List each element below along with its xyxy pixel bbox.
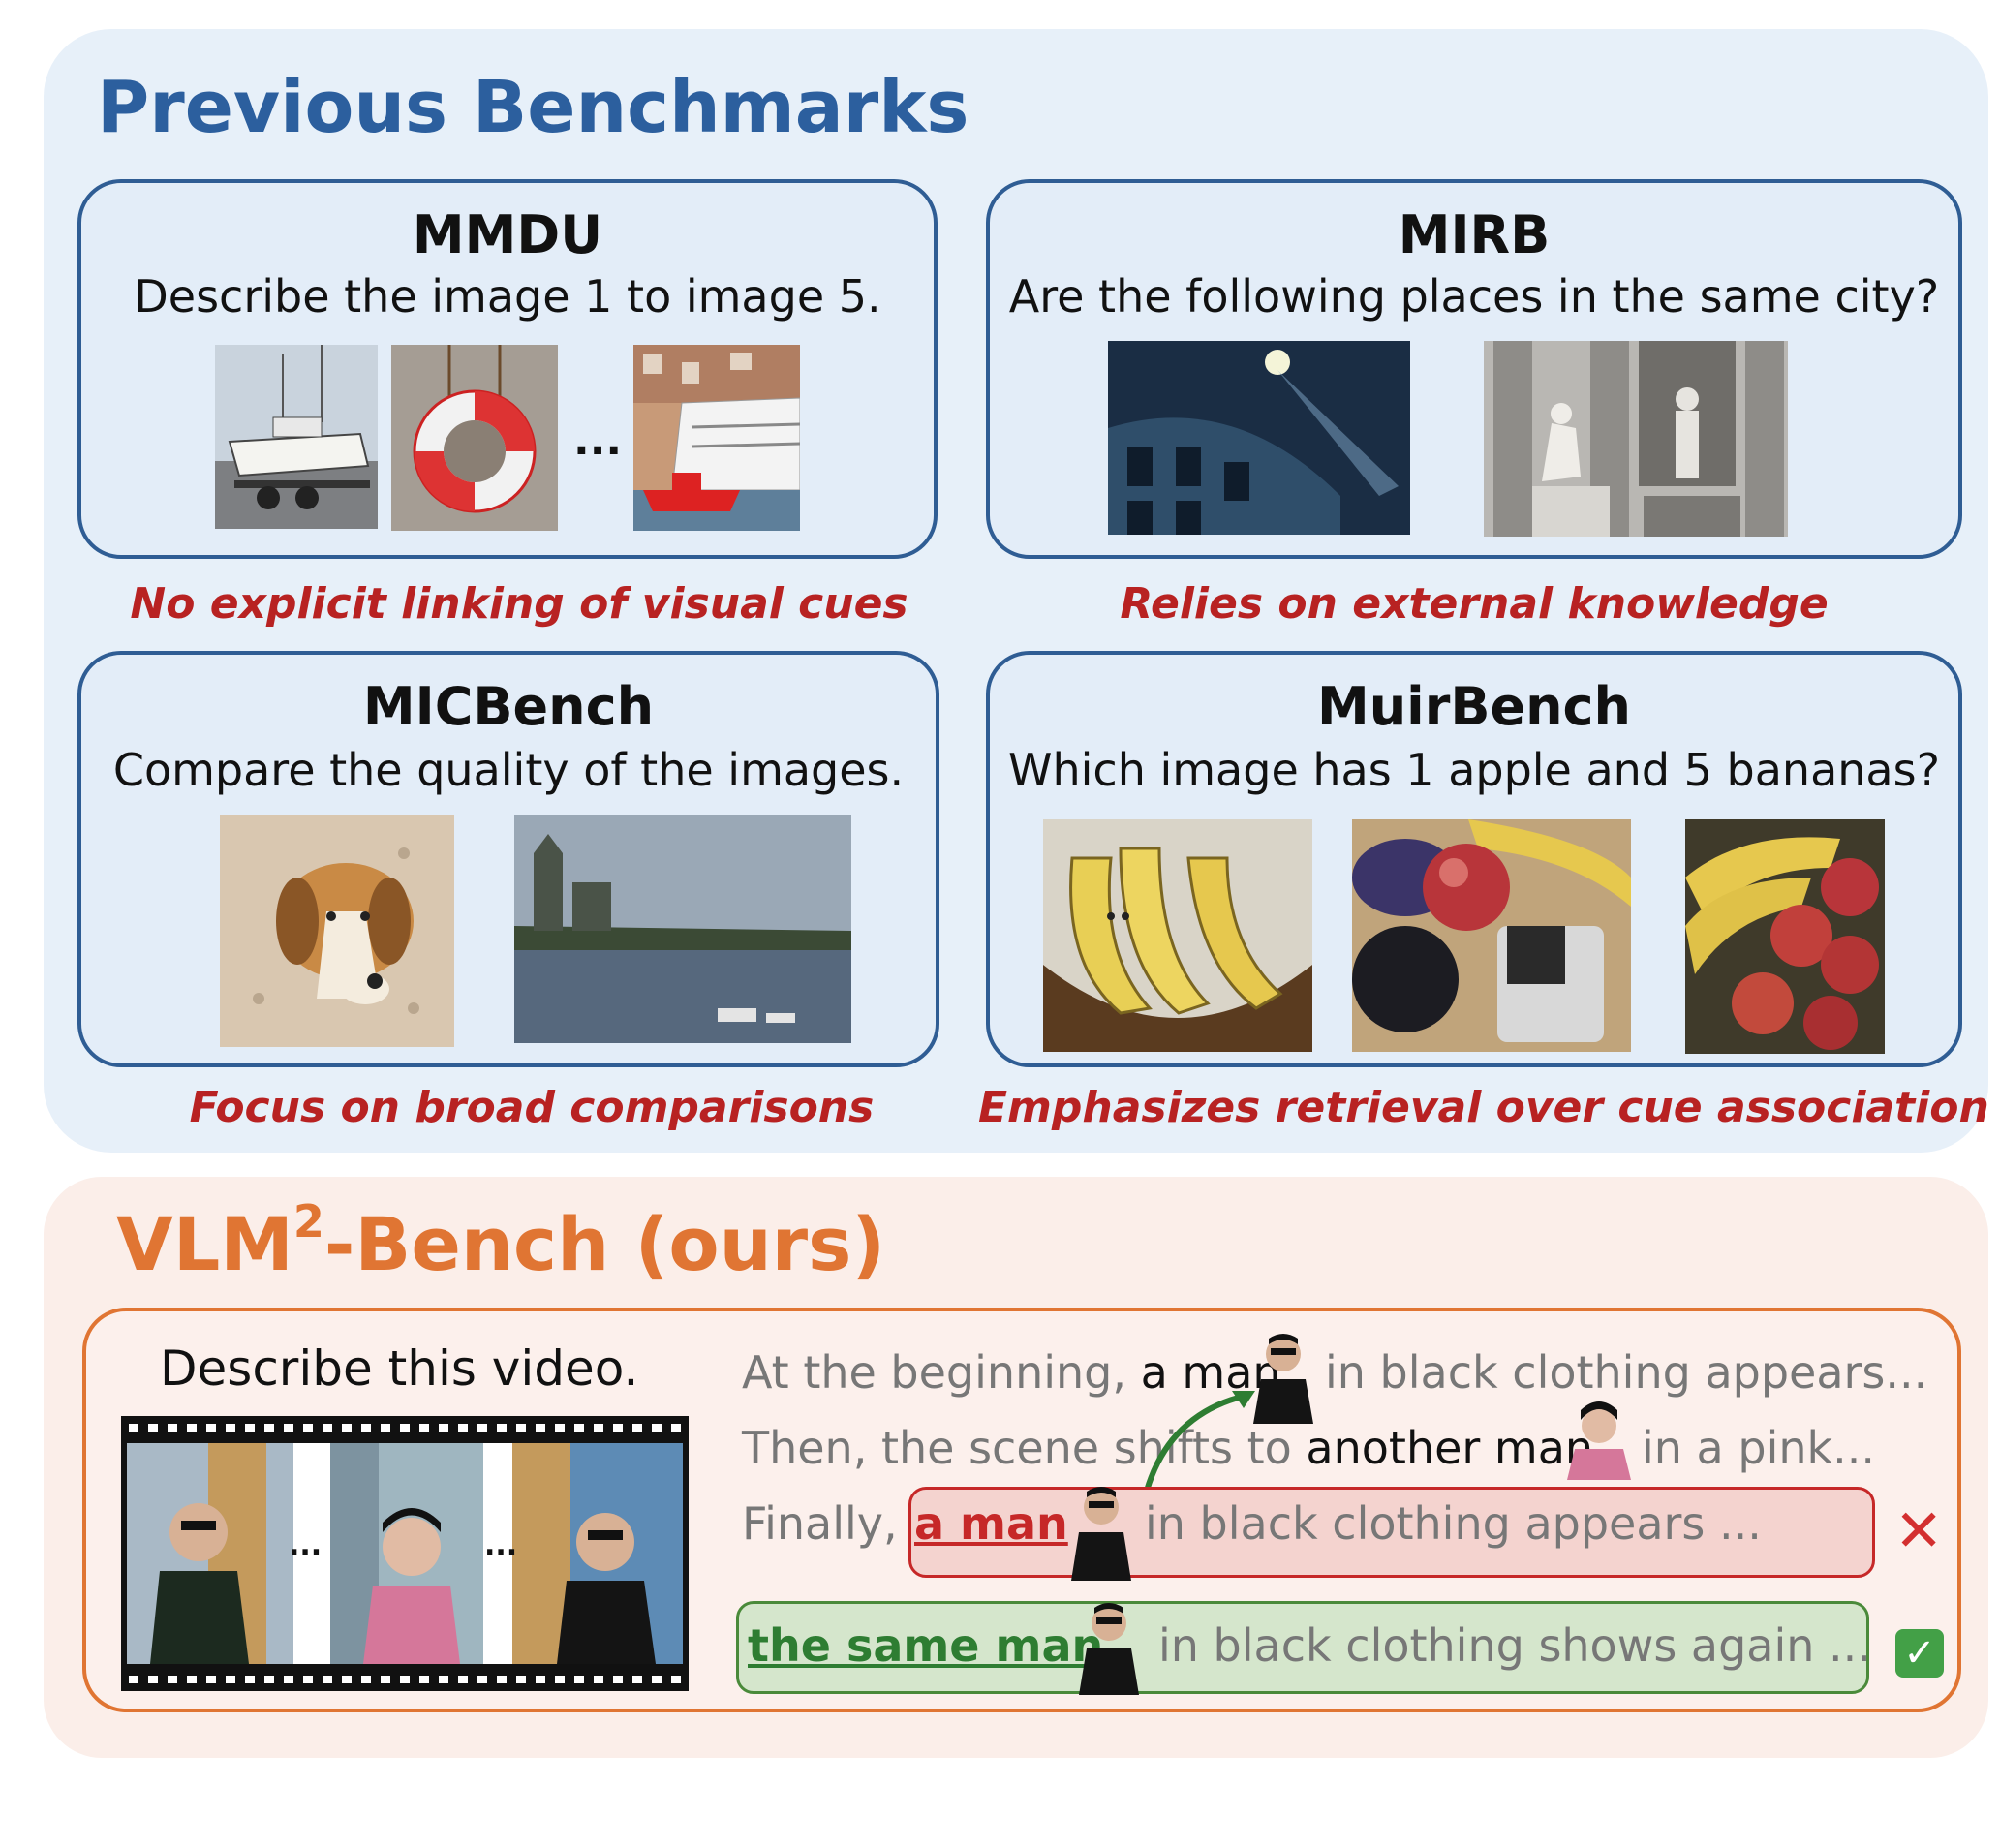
- mirb-box: MIRB Are the following places in the sam…: [986, 179, 1962, 559]
- mmdu-critique: No explicit linking of visual cues: [130, 579, 908, 629]
- video-film-strip: [121, 1416, 689, 1691]
- mmdu-ellipsis: ...: [573, 416, 623, 465]
- wrong-answer-box: [908, 1487, 1875, 1578]
- line2-subject: another man: [1306, 1422, 1594, 1474]
- mirb-name: MIRB: [1398, 204, 1551, 265]
- frame-ellipsis-1: ...: [289, 1528, 323, 1562]
- mirb-question: Are the following places in the same cit…: [1008, 270, 1940, 323]
- previous-benchmarks-title: Previous Benchmarks: [97, 66, 969, 149]
- caption-line-2: Then, the scene shifts to another man: [742, 1422, 1593, 1474]
- ours-title-sup: 2: [292, 1194, 324, 1247]
- right-mark-icon: ✓: [1895, 1629, 1944, 1678]
- ours-title-suffix: -Bench (ours): [323, 1201, 886, 1287]
- mirb-critique: Relies on external knowledge: [1120, 579, 1829, 629]
- boat-trailer-image: [215, 345, 378, 529]
- statue-gallery-image: [1484, 341, 1788, 537]
- line1-prefix: At the beginning,: [742, 1346, 1126, 1399]
- line4-suffix: in black clothing shows again ...: [1158, 1619, 1871, 1672]
- banana-bowl-image: [1043, 819, 1312, 1052]
- frame-ellipsis-2: ...: [484, 1528, 518, 1562]
- apple-snacks-image: [1352, 819, 1631, 1052]
- colosseum-night-image: [1108, 341, 1410, 535]
- line4-right-subject: the same man: [748, 1619, 1104, 1672]
- video-prompt: Describe this video.: [160, 1340, 639, 1397]
- mmdu-box: MMDU Describe the image 1 to image 5. ..…: [77, 179, 938, 559]
- mmdu-question: Describe the image 1 to image 5.: [134, 270, 881, 323]
- right-answer-box: [736, 1601, 1869, 1694]
- lifebuoy-image: [391, 345, 558, 531]
- london-river-image: [514, 815, 851, 1043]
- line3-prefix: Finally,: [742, 1497, 898, 1550]
- muirbench-box: MuirBench Which image has 1 apple and 5 …: [986, 651, 1962, 1067]
- beagle-dog-image: [220, 815, 454, 1047]
- man-black-thumb-2: [1067, 1482, 1135, 1581]
- micbench-name: MICBench: [362, 676, 655, 737]
- line1-suffix: in black clothing appears...: [1325, 1346, 1928, 1399]
- muirbench-question: Which image has 1 apple and 5 bananas?: [1007, 744, 1940, 796]
- ours-title-prefix: VLM: [116, 1201, 293, 1287]
- mmdu-name: MMDU: [412, 204, 603, 265]
- line2-suffix: in a pink...: [1642, 1422, 1876, 1474]
- muirbench-critique: Emphasizes retrieval over cue associatio…: [978, 1083, 1989, 1132]
- micbench-question: Compare the quality of the images.: [112, 744, 905, 796]
- ours-title: VLM2-Bench (ours): [116, 1195, 886, 1287]
- line2-prefix: Then, the scene shifts to: [742, 1422, 1292, 1474]
- line3-wrong-subject: a man: [914, 1497, 1068, 1550]
- muirbench-name: MuirBench: [1317, 676, 1631, 737]
- caption-line-1: At the beginning, a man: [742, 1346, 1281, 1399]
- right-mark-glyph: ✓: [1903, 1631, 1936, 1676]
- micbench-box: MICBench Compare the quality of the imag…: [77, 651, 939, 1067]
- man-black-thumb-1: [1249, 1329, 1317, 1424]
- banana-apple-pile-image: [1685, 819, 1885, 1054]
- micbench-critique: Focus on broad comparisons: [189, 1083, 875, 1132]
- line1-subject: a man: [1140, 1346, 1281, 1399]
- line3-suffix: in black clothing appears ...: [1145, 1497, 1762, 1550]
- man-pink-thumb: [1561, 1397, 1637, 1480]
- man-black-thumb-3: [1073, 1598, 1145, 1695]
- wrong-mark-icon: ✕: [1894, 1497, 1944, 1565]
- cruise-ship-image: [633, 345, 800, 531]
